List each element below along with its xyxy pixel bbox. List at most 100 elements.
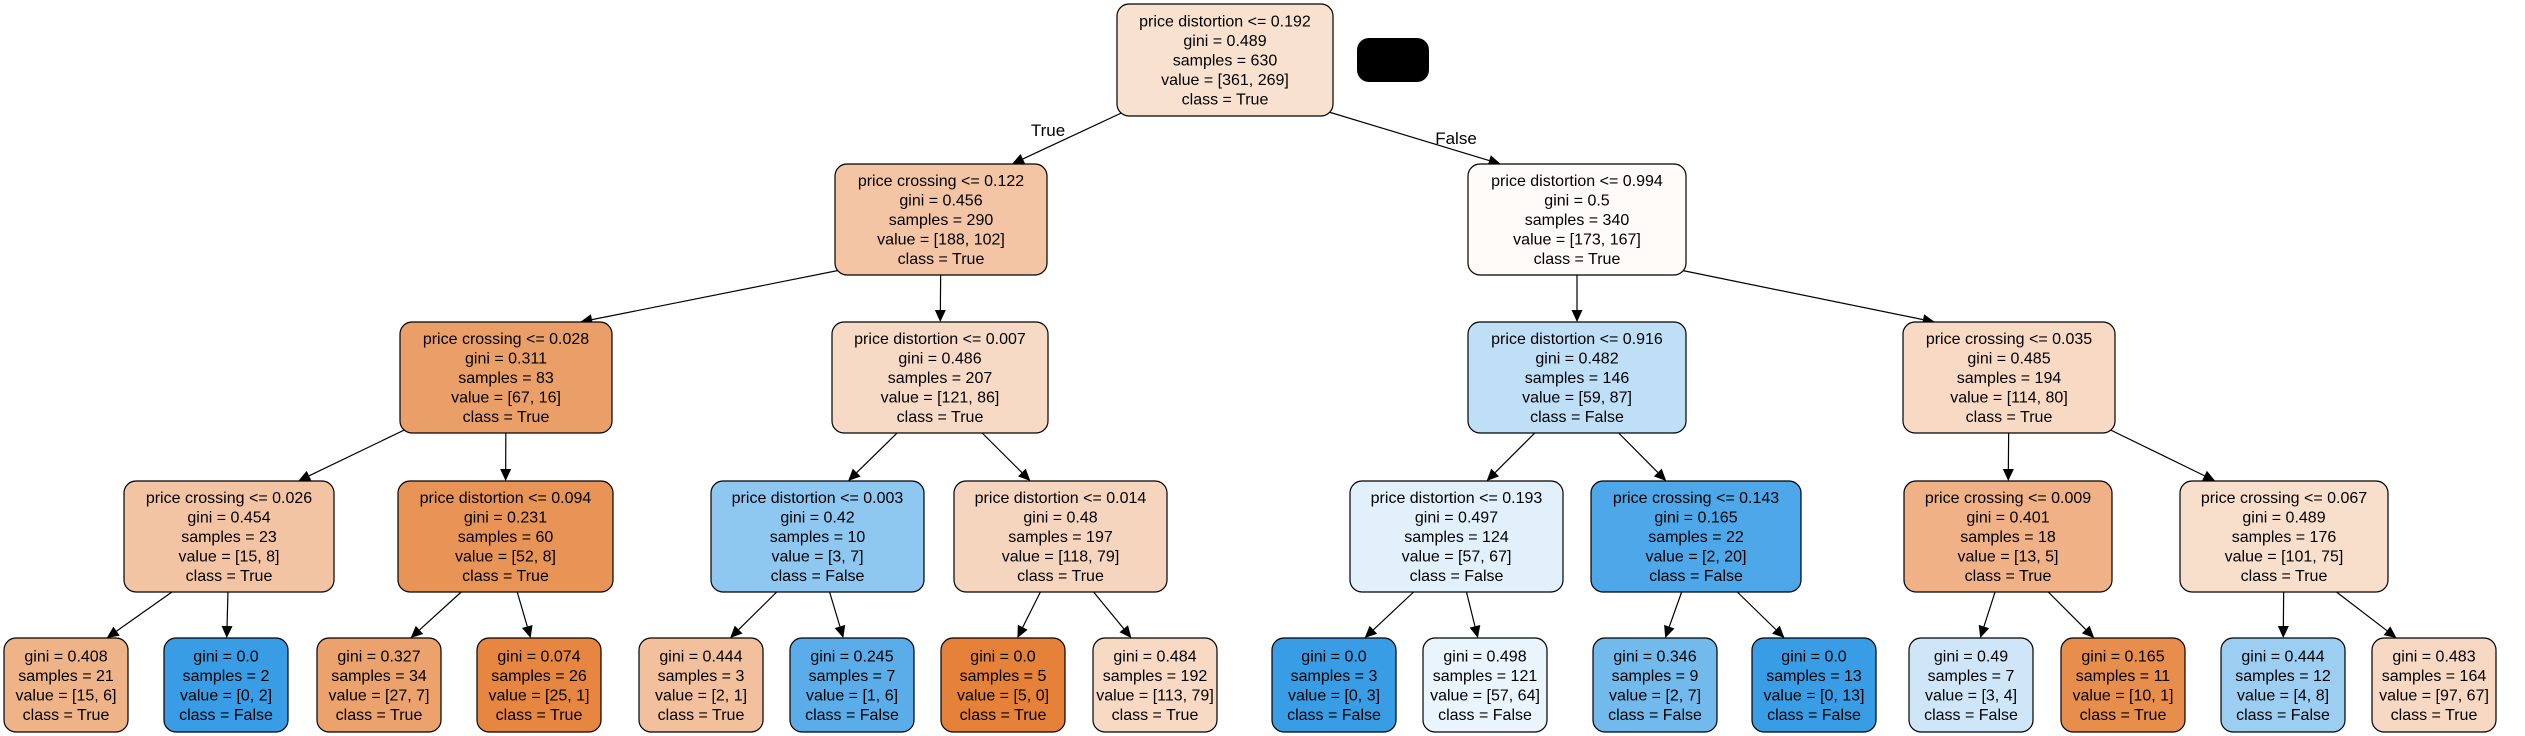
node-text: class = False <box>1649 568 1743 585</box>
node-text: gini = 0.0 <box>1781 648 1846 665</box>
edge-line <box>591 268 846 321</box>
edge-line <box>1093 591 1125 630</box>
node-text: price crossing <= 0.026 <box>146 490 312 507</box>
edge-line <box>1022 591 1041 628</box>
edge-arrowhead <box>934 309 946 322</box>
node-text: samples = 22 <box>1648 529 1744 546</box>
node-text: samples = 3 <box>1291 668 1378 685</box>
node-text: samples = 11 <box>2076 668 2171 685</box>
node-text: value = [67, 16] <box>451 390 561 407</box>
node-text: gini = 0.165 <box>2081 648 2164 665</box>
edge-arrowhead <box>834 624 846 638</box>
node-box <box>1903 480 2113 593</box>
node-box <box>3 637 129 733</box>
node-text: samples = 340 <box>1525 212 1630 229</box>
node-text: value = [361, 269] <box>1161 72 1289 89</box>
node-text: price crossing <= 0.122 <box>858 173 1024 190</box>
node-text: value = [27, 7] <box>329 687 430 704</box>
edge-line <box>829 591 841 627</box>
edge-line <box>226 591 229 627</box>
edge-arrowhead <box>1469 625 1481 638</box>
node-text: samples = 5 <box>960 668 1047 685</box>
node-text: value = [57, 64] <box>1430 687 1540 704</box>
node-box <box>1467 163 1687 276</box>
node-text: value = [2, 1] <box>655 687 747 704</box>
node-box <box>476 637 602 733</box>
node-text: gini = 0.0 <box>193 648 258 665</box>
node-text: gini = 0.408 <box>24 648 107 665</box>
node-text: samples = 290 <box>889 212 994 229</box>
node-box <box>163 637 289 733</box>
node-text: class = False <box>2236 707 2330 724</box>
node-text: samples = 194 <box>1957 370 2062 387</box>
edge-line <box>1736 591 1777 631</box>
node-box <box>831 321 1049 434</box>
edge-line <box>1322 109 1490 162</box>
node-box <box>1751 637 1877 733</box>
node-text: value = [3, 4] <box>1925 687 2017 704</box>
node-text: class = False <box>1924 707 2018 724</box>
edge-arrowhead <box>2202 470 2216 481</box>
node-text: samples = 192 <box>1103 668 1208 685</box>
node-text: class = False <box>1608 707 1702 724</box>
node-text: samples = 2 <box>183 668 270 685</box>
edge-arrowhead <box>730 625 743 638</box>
node-box <box>1349 480 1564 593</box>
node-box <box>1116 3 1334 117</box>
node-text: gini = 0.498 <box>1443 648 1526 665</box>
edge-arrowhead <box>1017 624 1028 638</box>
node-text: gini = 0.489 <box>2242 510 2325 527</box>
edge-arrowhead <box>500 468 512 481</box>
node-text: value = [188, 102] <box>877 232 1005 249</box>
node-text: class = False <box>1410 568 1504 585</box>
node-text: class = True <box>2241 568 2328 585</box>
node-text: class = True <box>898 251 985 268</box>
node-text: class = False <box>805 707 899 724</box>
node-text: gini = 0.456 <box>899 193 982 210</box>
node-text: gini = 0.231 <box>464 510 547 527</box>
edge-label: False <box>1435 129 1477 148</box>
node-text: price distortion <= 0.994 <box>1491 173 1663 190</box>
node-box <box>2179 480 2389 593</box>
edge-arrowhead <box>1653 468 1667 481</box>
edge-line <box>116 591 173 632</box>
edge-line <box>2104 426 2205 477</box>
edge-arrowhead <box>521 624 533 638</box>
edge-arrowhead <box>1017 468 1031 481</box>
node-text: class = True <box>1182 92 1269 109</box>
edge-arrowhead <box>1364 625 1378 638</box>
node-text: value = [5, 0] <box>957 687 1049 704</box>
node-text: gini = 0.42 <box>780 510 854 527</box>
node-box <box>1422 637 1548 733</box>
node-text: class = False <box>1530 409 1624 426</box>
node-text: gini = 0.327 <box>337 648 420 665</box>
edge-line <box>1022 109 1129 160</box>
node-text: samples = 207 <box>888 370 993 387</box>
node-text: class = True <box>186 568 273 585</box>
node-text: value = [59, 87] <box>1522 390 1632 407</box>
edge-line <box>1372 591 1415 631</box>
node-box <box>1467 321 1687 434</box>
node-text: price crossing <= 0.009 <box>1925 490 2091 507</box>
edge-line <box>308 426 411 477</box>
node-box <box>638 637 764 733</box>
node-text: class = True <box>1017 568 1104 585</box>
node-text: gini = 0.482 <box>1535 351 1618 368</box>
node-text: samples = 26 <box>491 668 587 685</box>
